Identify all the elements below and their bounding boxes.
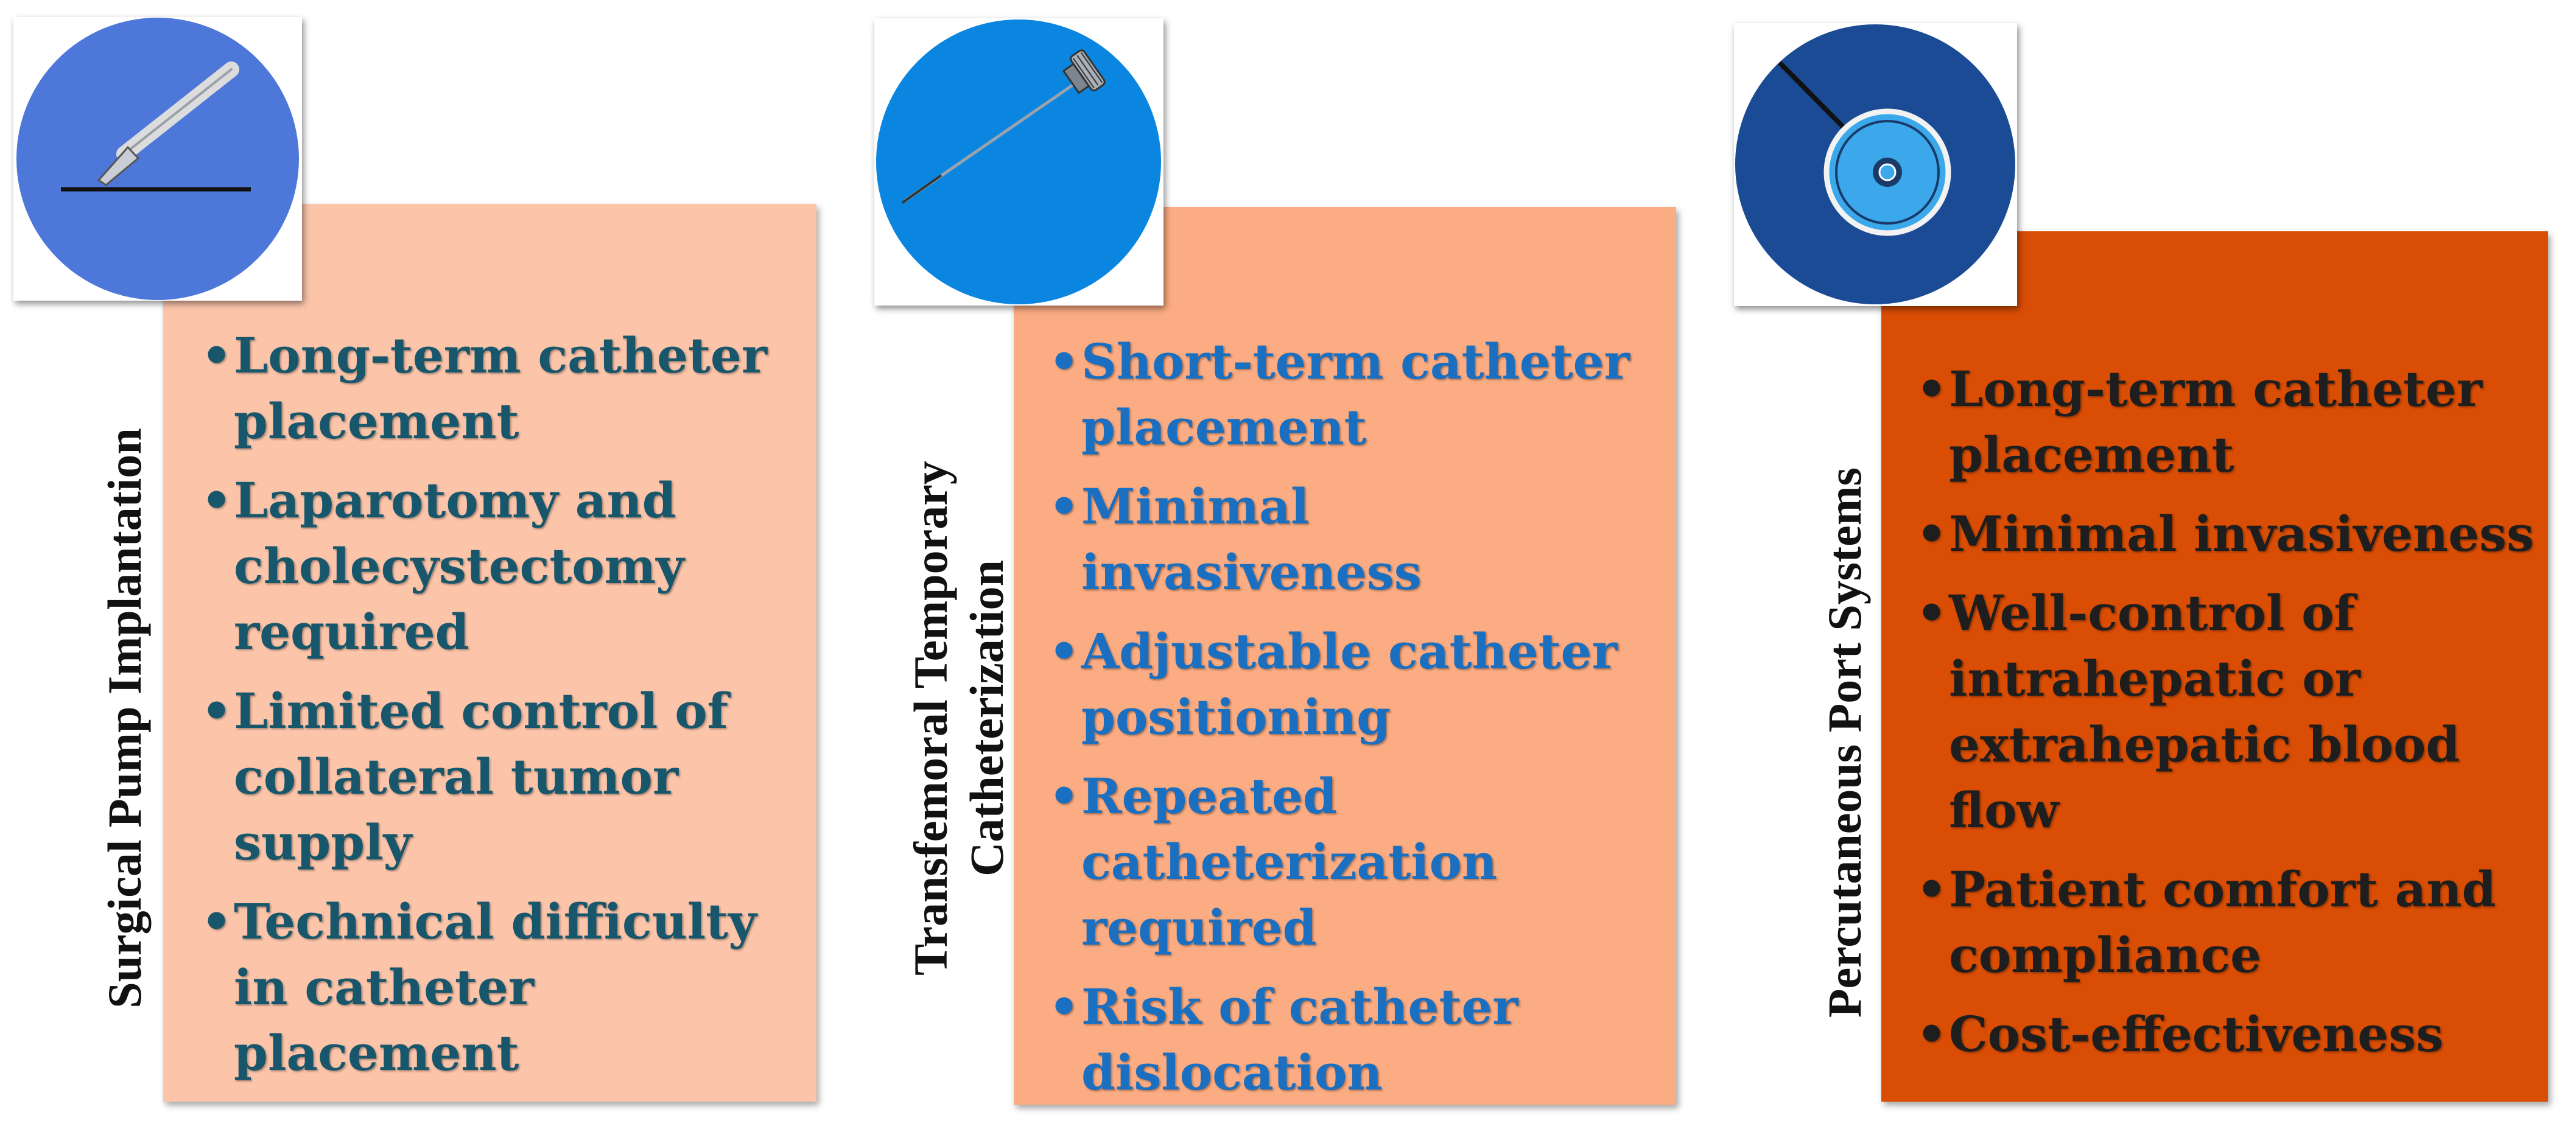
bullet-item: Limited control of collateral tumor supp… — [201, 678, 804, 875]
port-system-icon — [1735, 24, 2015, 304]
bullet-item: Risk of catheter dislocation — [1048, 974, 1663, 1105]
bullet-item: Minimal invasiveness — [1916, 501, 2537, 567]
panel-transfemoral: Short-term catheter placement Minimal in… — [1014, 207, 1676, 1105]
port-icon-box — [1734, 23, 2017, 306]
panel-surgical-pump: Long-term catheter placement Laparotomy … — [163, 204, 816, 1102]
scalpel-icon-box — [13, 17, 302, 301]
panel-1-title-text: Surgical Pump Implantation — [98, 428, 151, 1009]
bullet-item: Technical difficulty in catheter placeme… — [201, 889, 804, 1086]
bullet-item: Short-term catheter placement — [1048, 329, 1663, 460]
panel-2-title-line2: Catheterization — [960, 560, 1013, 876]
bullet-item: Well-control of intrahepatic or extrahep… — [1916, 580, 2537, 843]
panel-1-title: Surgical Pump Implantation — [91, 377, 158, 1059]
panel-percutaneous-port: Long-term catheter placement Minimal inv… — [1881, 231, 2548, 1102]
catheter-needle-icon — [876, 19, 1161, 304]
bullet-item: Patient comfort and compliance — [1916, 856, 2537, 988]
bullet-item: Minimal invasiveness — [1048, 474, 1663, 605]
panel-2-title-line1: Transfemoral Temporary — [904, 461, 957, 976]
catheter-icon-box — [874, 18, 1163, 306]
panel-3-title-text: Percutaneous Port Systems — [1818, 467, 1871, 1018]
scalpel-icon — [16, 18, 299, 300]
panel-3-title: Percutaneous Port Systems — [1811, 402, 1878, 1083]
bullet-item: Repeated catheterization required — [1048, 763, 1663, 960]
bullet-item: Cost-effectiveness — [1916, 1001, 2537, 1067]
panel-2-title: Transfemoral Temporary Catheterization — [901, 377, 1017, 1059]
bullet-item: Laparotomy and cholecystectomy required — [201, 467, 804, 665]
bullet-item: Long-term catheter placement — [1916, 356, 2537, 488]
bullet-item: Long-term catheter placement — [201, 323, 804, 454]
bullet-item: Adjustable catheter positioning — [1048, 618, 1663, 750]
